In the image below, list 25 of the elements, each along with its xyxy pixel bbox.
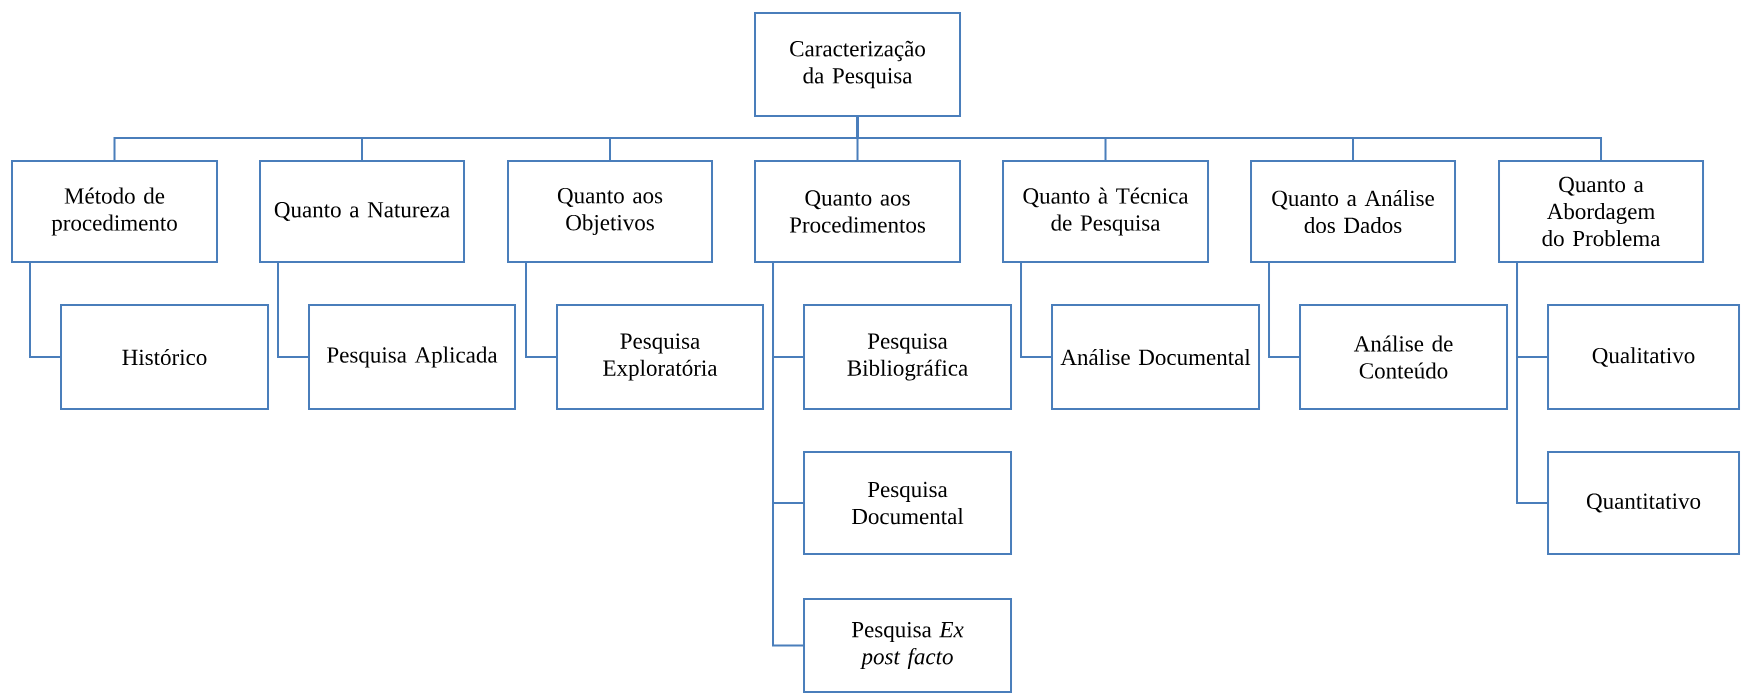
box: Quanto aos Procedimentos xyxy=(754,160,961,263)
box: Quanto à Técnica de Pesquisa xyxy=(1002,160,1209,263)
box: Caracterização da Pesquisa xyxy=(754,12,961,117)
connector xyxy=(29,261,61,358)
box: Quanto a Análise dos Dados xyxy=(1250,160,1456,263)
box: Pesquisa Ex post facto xyxy=(803,598,1012,693)
connector xyxy=(277,261,309,358)
connector xyxy=(1516,261,1548,504)
box: Quanto a Abordagem do Problema xyxy=(1498,160,1704,263)
box: Pesquisa Aplicada xyxy=(308,304,516,410)
box: Quantitativo xyxy=(1547,451,1740,555)
box: Quanto aos Objetivos xyxy=(507,160,713,263)
box: Análise de Conteúdo xyxy=(1299,304,1508,410)
connector xyxy=(525,261,557,358)
box: Quanto a Natureza xyxy=(259,160,465,263)
box: Método de procedimento xyxy=(11,160,218,263)
box: Histórico xyxy=(60,304,269,410)
box: Análise Documental xyxy=(1051,304,1260,410)
connector xyxy=(1268,261,1300,358)
connector xyxy=(1020,261,1052,358)
box: Pesquisa Exploratória xyxy=(556,304,764,410)
box: Pesquisa Bibliográfica xyxy=(803,304,1012,410)
box: Pesquisa Documental xyxy=(803,451,1012,555)
box: Qualitativo xyxy=(1547,304,1740,410)
connector xyxy=(856,116,1602,161)
